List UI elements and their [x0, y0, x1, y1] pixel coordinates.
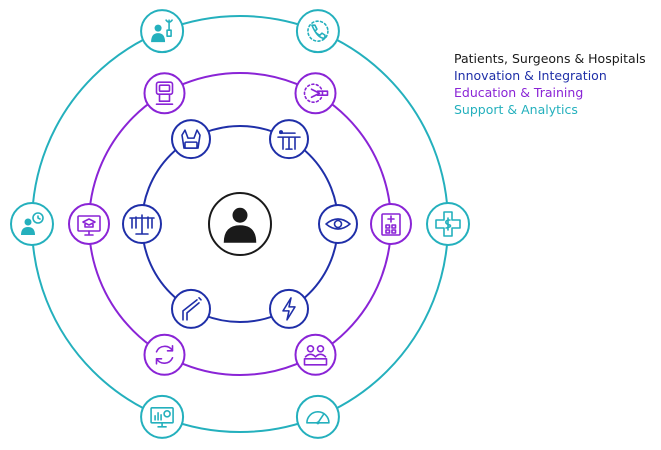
surgical-instrument-node: [171, 288, 211, 329]
surgeon-console-icon: [155, 81, 174, 106]
analytics-dashboard-icon: [150, 407, 174, 428]
eye-node: [318, 204, 358, 244]
hospital-icon: [381, 213, 401, 236]
energy-bolt-node: [269, 288, 309, 329]
graduation-monitor-icon: [77, 215, 101, 236]
energy-bolt-icon: [282, 297, 296, 321]
robotic-system-node: [122, 204, 162, 244]
financing-cross-node: [426, 202, 470, 246]
center-node: [208, 192, 272, 256]
legend-item-education-training: Education & Training: [454, 85, 584, 100]
performance-gauge-node: [295, 394, 340, 439]
eye-icon: [325, 218, 351, 230]
legend: Patients, Surgeons & Hospitals Innovatio…: [454, 50, 646, 118]
financing-cross-icon: [435, 211, 461, 237]
robot-arm-node: [171, 119, 211, 160]
operating-table-node: [269, 119, 309, 160]
performance-gauge-icon: [306, 411, 330, 425]
robotic-system-icon: [129, 214, 155, 235]
graduation-monitor-node: [68, 203, 110, 245]
phone-support-node: [295, 9, 340, 54]
analytics-dashboard-node: [140, 394, 185, 439]
operating-table-icon: [277, 130, 301, 150]
refresh-training-icon: [155, 344, 174, 365]
stapler-target-node: [294, 72, 337, 115]
legend-item-support-analytics: Support & Analytics: [454, 102, 578, 117]
refresh-training-node: [143, 333, 186, 376]
team-collaboration-node: [294, 333, 337, 376]
team-collaboration-icon: [303, 344, 328, 366]
surgical-instrument-icon: [182, 297, 202, 321]
robot-arm-icon: [181, 129, 201, 149]
surgeon-console-node: [143, 72, 186, 115]
phone-support-icon: [307, 20, 329, 42]
stapler-target-icon: [303, 83, 329, 104]
legend-item-innovation-integration: Innovation & Integration: [454, 68, 607, 83]
support-technician-node: [140, 9, 185, 54]
hospital-node: [370, 203, 412, 245]
timed-user-icon: [21, 212, 44, 235]
support-technician-icon: [151, 19, 173, 43]
legend-item-patients-surgeons-hospitals: Patients, Surgeons & Hospitals: [454, 51, 646, 66]
person-icon: [223, 207, 257, 243]
timed-user-node: [10, 202, 54, 246]
